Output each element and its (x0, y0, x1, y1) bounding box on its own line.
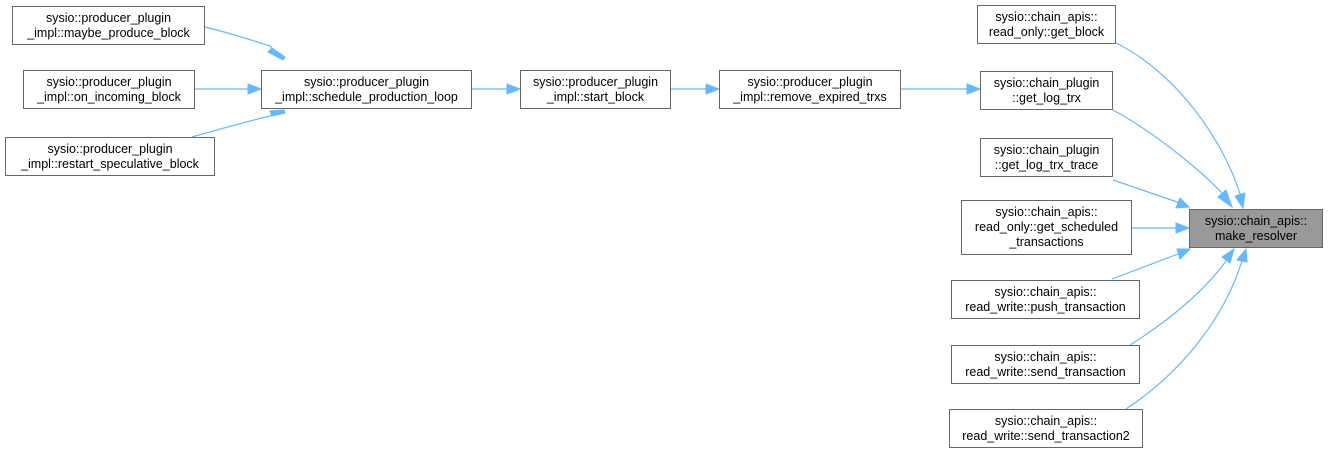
node-label-line: sysio::chain_plugin (993, 142, 1100, 157)
node-label-line: sysio::producer_plugin (747, 74, 873, 89)
node-label-line: _impl::on_incoming_block (37, 89, 181, 104)
arrowhead-remove_expired_trxs-to-get_log_trx (966, 83, 982, 95)
node-label-line: sysio::producer_plugin (303, 74, 430, 89)
node-label-line: sysio::producer_plugin (532, 74, 659, 89)
node-label-line: make_resolver (1215, 228, 1297, 243)
edge-maybe_produce_block-to-schedule_production_loop (204, 26, 282, 58)
arrowhead-push_transaction-to-make_resolver (1176, 248, 1192, 260)
arrowhead-restart_speculative_block-to-schedule_production_loop (269, 109, 286, 117)
node-push-transaction[interactable]: sysio::chain_apis:: read_write::push_tra… (951, 280, 1140, 319)
node-get-log-trx-trace[interactable]: sysio::chain_plugin ::get_log_trx_trace (980, 138, 1113, 177)
arrowhead-get_scheduled_transactions-to-make_resolver (1175, 222, 1191, 234)
node-label-line: _impl::remove_expired_trxs (733, 89, 887, 104)
node-send-transaction2[interactable]: sysio::chain_apis:: read_write::send_tra… (949, 409, 1143, 448)
node-restart-speculative-block[interactable]: sysio::producer_plugin _impl::restart_sp… (5, 137, 215, 176)
arrowhead-send_transaction2-to-make_resolver (1236, 247, 1248, 263)
edge-get_log_trx-to-make_resolver (1112, 109, 1223, 194)
node-label-line: sysio::chain_plugin (993, 75, 1100, 90)
node-label-line: sysio::chain_apis:: (994, 413, 1098, 428)
node-get-scheduled-transactions[interactable]: sysio::chain_apis:: read_only::get_sched… (961, 200, 1132, 255)
node-label-line: _impl::start_block (546, 89, 645, 104)
node-label-line: ::get_log_trx_trace (994, 157, 1099, 172)
node-get-block[interactable]: sysio::chain_apis:: read_only::get_block (977, 5, 1116, 44)
node-get-log-trx[interactable]: sysio::chain_plugin ::get_log_trx (980, 71, 1113, 110)
edge-get_log_trx_trace-to-make_resolver (1112, 179, 1181, 204)
node-label-line: _impl::maybe_produce_block (27, 25, 190, 40)
node-label-line: sysio::chain_apis:: (995, 9, 1098, 24)
arrowhead-get_log_trx-to-make_resolver (1217, 189, 1233, 209)
node-label-line: read_write::send_transaction (965, 364, 1126, 379)
arrowhead-on_incoming_block-to-schedule_production_loop (247, 83, 263, 95)
arrowhead-get_log_trx_trace-to-make_resolver (1175, 197, 1191, 209)
node-label-line: _transactions (1009, 235, 1084, 249)
arrowhead-start_block-to-remove_expired_trxs (705, 83, 721, 95)
node-label-line: sysio::producer_plugin (47, 141, 173, 156)
node-start-block[interactable]: sysio::producer_plugin _impl::start_bloc… (520, 70, 671, 109)
edge-push_transaction-to-make_resolver (1111, 253, 1179, 280)
node-remove-expired-trxs[interactable]: sysio::producer_plugin _impl::remove_exp… (719, 70, 901, 109)
edge-get_block-to-make_resolver (1115, 42, 1241, 195)
node-label-line: _impl::schedule_production_loop (275, 89, 458, 104)
arrowhead-get_block-to-make_resolver (1234, 192, 1246, 210)
node-label-line: read_only::get_scheduled (974, 220, 1119, 234)
edge-restart_speculative_block-to-schedule_production_loop (191, 111, 282, 138)
node-label-line: read_only::get_block (988, 24, 1105, 39)
arrowhead-maybe_produce_block-to-schedule_production_loop (267, 47, 286, 61)
node-label-line: sysio::chain_apis:: (1204, 213, 1308, 228)
edge-send_transaction2-to-make_resolver (1125, 260, 1243, 410)
node-label-line: sysio::producer_plugin (45, 10, 172, 25)
node-label-line: sysio::chain_apis:: (994, 284, 1097, 299)
node-make-resolver: sysio::chain_apis:: make_resolver (1189, 209, 1323, 248)
node-schedule-production-loop[interactable]: sysio::producer_plugin _impl::schedule_p… (261, 70, 472, 109)
node-label-line: sysio::chain_apis:: (994, 349, 1097, 364)
arrowhead-schedule_production_loop-to-start_block (506, 83, 522, 95)
node-label-line: read_write::push_transaction (965, 299, 1126, 314)
node-label-line: ::get_log_trx (1012, 90, 1081, 105)
node-label-line: read_write::send_transaction2 (962, 428, 1130, 443)
node-label-line: sysio::chain_apis:: (995, 205, 1098, 219)
node-label-line: sysio::producer_plugin (46, 74, 172, 89)
node-send-transaction[interactable]: sysio::chain_apis:: read_write::send_tra… (951, 345, 1140, 384)
arrowhead-send_transaction-to-make_resolver (1221, 247, 1235, 264)
node-maybe-produce-block[interactable]: sysio::producer_plugin _impl::maybe_prod… (12, 6, 205, 45)
edge-send_transaction-to-make_resolver (1129, 260, 1227, 346)
node-on-incoming-block[interactable]: sysio::producer_plugin _impl::on_incomin… (23, 70, 195, 109)
node-label-line: _impl::restart_speculative_block (21, 156, 199, 171)
